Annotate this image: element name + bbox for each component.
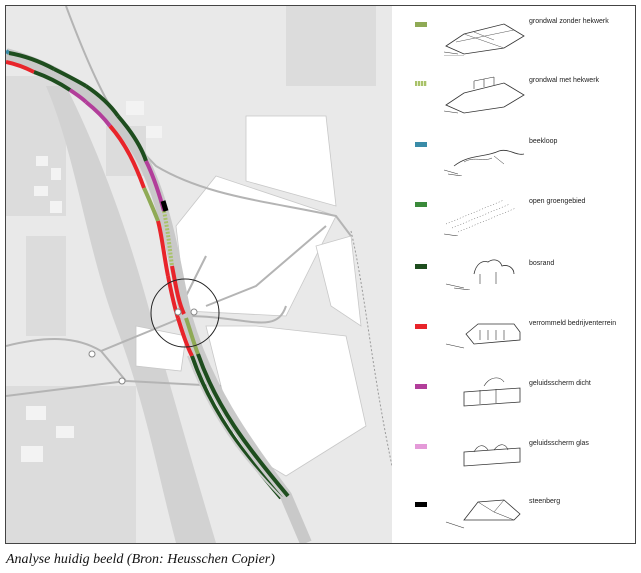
industrial-icon xyxy=(445,323,521,349)
segment-grondwal xyxy=(142,187,160,222)
segment-bosrand xyxy=(196,353,290,498)
junction-node xyxy=(190,308,198,316)
figure-frame: grondwal zonder hekwerk grondwal met hek… xyxy=(5,5,636,544)
segment-grondwal xyxy=(184,317,200,355)
forest-strip xyxy=(46,86,216,543)
map xyxy=(6,6,392,543)
swatch-grondwal-zonder-hekwerk xyxy=(415,22,427,27)
legend-item-grondwal-zonder-hekwerk: grondwal zonder hekwerk xyxy=(392,14,635,74)
swatch-geluidsscherm-glas xyxy=(415,444,427,449)
legend-label: verrommeld bedrijventerrein xyxy=(529,320,617,327)
segment-grondwal-met-hekwerk xyxy=(162,210,174,267)
embankment-icon xyxy=(444,23,525,56)
swatch-verrommeld-bedrijventerrein xyxy=(415,324,427,329)
segment-verrommeld xyxy=(170,265,186,315)
junction-node xyxy=(118,377,126,385)
glass-wall-icon xyxy=(463,444,521,467)
local-roads xyxy=(6,6,352,397)
stream-icon xyxy=(444,149,525,176)
legend-label: grondwal met hekwerk xyxy=(529,77,600,84)
figure-caption: Analyse huidig beeld (Bron: Heusschen Co… xyxy=(6,552,275,567)
legend-item-geluidsscherm-dicht: geluidsscherm dicht xyxy=(392,376,635,436)
railway xyxy=(350,230,392,467)
building-blocks xyxy=(21,101,162,462)
embankment-fence-icon xyxy=(444,76,525,114)
legend-item-geluidsscherm-glas: geluidsscherm glas xyxy=(392,436,635,496)
legend-label: bosrand xyxy=(529,260,555,267)
legend-item-bosrand: bosrand xyxy=(392,256,635,316)
swatch-steenberg xyxy=(415,502,427,507)
legend-label: geluidsscherm dicht xyxy=(529,380,591,387)
junction-node xyxy=(88,350,96,358)
open-green-icon xyxy=(444,199,517,236)
swatch-open-groengebied xyxy=(415,202,427,207)
segment-geluidsscherm-dicht xyxy=(84,100,112,128)
legend-item-grondwal-met-hekwerk: grondwal met hekwerk xyxy=(392,73,635,133)
noise-wall-icon xyxy=(463,377,521,407)
segment-bosrand xyxy=(33,70,72,92)
junction-node xyxy=(174,308,182,316)
legend-label: beekloop xyxy=(529,138,558,145)
main-road xyxy=(6,48,312,543)
segment-verrommeld xyxy=(6,60,35,74)
segment-geluidsscherm-dicht xyxy=(68,88,88,104)
stone-heap-icon xyxy=(445,499,521,529)
segment-verrommeld xyxy=(156,220,170,277)
legend: grondwal zonder hekwerk grondwal met hek… xyxy=(392,6,635,543)
legend-label: steenberg xyxy=(529,498,561,505)
swatch-bosrand xyxy=(415,264,427,269)
legend-label: geluidsscherm glas xyxy=(529,440,589,447)
segment-bosrand xyxy=(84,84,120,118)
segment-bosrand xyxy=(116,114,148,162)
junction-circle xyxy=(150,278,220,348)
segment-steenberg xyxy=(160,200,169,212)
swatch-beekloop xyxy=(415,142,427,147)
forest-edge-icon xyxy=(445,259,515,290)
segment-verrommeld xyxy=(176,317,194,357)
segment-bosrand xyxy=(8,51,55,71)
swatch-geluidsscherm-dicht xyxy=(415,384,427,389)
corridor-bands xyxy=(6,49,290,498)
lane-divider xyxy=(187,355,283,499)
segment-beekloop xyxy=(6,49,11,55)
legend-item-verrommeld-bedrijventerrein: verrommeld bedrijventerrein xyxy=(392,316,635,376)
swatch-grondwal-met-hekwerk xyxy=(415,81,427,86)
segment-verrommeld xyxy=(108,124,146,189)
legend-label: open groengebied xyxy=(529,198,586,205)
legend-label: grondwal zonder hekwerk xyxy=(529,18,609,25)
legend-item-beekloop: beekloop xyxy=(392,134,635,194)
segment-bosrand xyxy=(53,67,88,88)
legend-item-open-groengebied: open groengebied xyxy=(392,194,635,254)
legend-item-steenberg: steenberg xyxy=(392,494,635,543)
